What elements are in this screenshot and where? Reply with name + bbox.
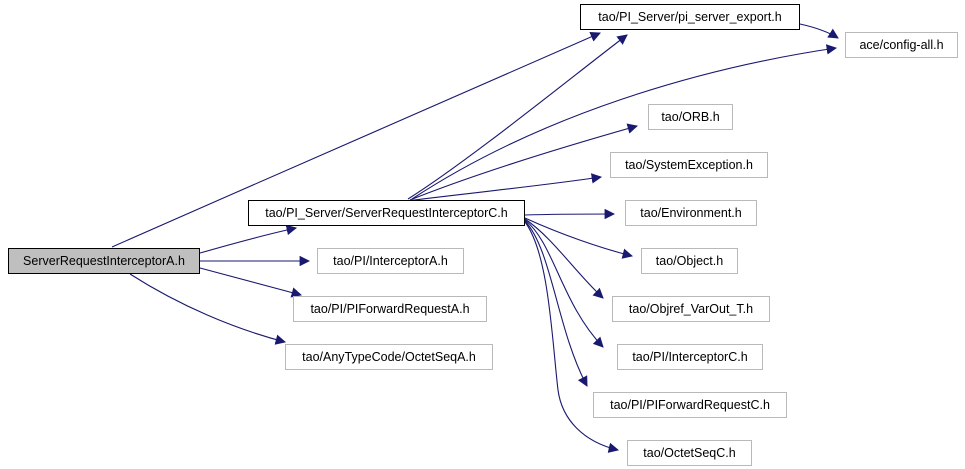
node-tao-objref-varout-t: tao/Objref_VarOut_T.h	[612, 296, 770, 322]
node-label: ace/config-all.h	[859, 38, 944, 52]
edge-c-to-orb	[409, 123, 639, 201]
edge-a-to-octetseqa	[129, 273, 287, 345]
node-label: tao/ORB.h	[661, 110, 720, 124]
edge-c-to-object	[524, 217, 634, 259]
node-label: tao/PI_Server/ServerRequestInterceptorC.…	[265, 206, 508, 220]
node-label: tao/Object.h	[655, 254, 724, 268]
node-tao-pi-interceptorc: tao/PI/InterceptorC.h	[617, 344, 763, 370]
node-tao-systemexception: tao/SystemException.h	[610, 152, 768, 178]
node-label: tao/PI/PIForwardRequestC.h	[610, 398, 770, 412]
node-pi-server-export[interactable]: tao/PI_Server/pi_server_export.h	[580, 4, 800, 30]
edge-a-to-piforwardrequesta	[199, 267, 303, 298]
node-tao-pi-piforwardrequesta: tao/PI/PIForwardRequestA.h	[293, 296, 487, 322]
edge-c-to-config-all	[411, 44, 838, 200]
node-label: tao/PI/InterceptorA.h	[333, 254, 448, 268]
edge-a-to-pi-server-export	[111, 31, 601, 248]
edge-c-to-objref-varout-t	[524, 218, 604, 299]
node-label: tao/Objref_VarOut_T.h	[628, 302, 754, 316]
node-label: tao/SystemException.h	[625, 158, 753, 172]
node-label: ServerRequestInterceptorA.h	[23, 254, 185, 268]
node-tao-object: tao/Object.h	[641, 248, 738, 274]
edge-c-to-interceptorc	[524, 219, 604, 348]
edge-c-to-piforwardrequestc	[524, 220, 588, 387]
node-label: tao/Environment.h	[640, 206, 742, 220]
node-tao-octetseqc: tao/OctetSeqC.h	[627, 440, 752, 466]
node-serverrequestinterceptorc[interactable]: tao/PI_Server/ServerRequestInterceptorC.…	[248, 200, 525, 226]
node-ace-config-all: ace/config-all.h	[845, 32, 958, 58]
node-label: tao/PI/PIForwardRequestA.h	[310, 302, 470, 316]
node-label: tao/OctetSeqC.h	[643, 446, 736, 460]
edge-c-to-systemexception	[405, 173, 603, 202]
node-tao-orb: tao/ORB.h	[648, 104, 733, 130]
edge-a-to-serverrequestinterceptorc	[199, 224, 298, 254]
node-tao-pi-interceptora: tao/PI/InterceptorA.h	[317, 248, 464, 274]
node-tao-pi-piforwardrequestc: tao/PI/PIForwardRequestC.h	[593, 392, 787, 418]
node-tao-anytypecode-octetseqa: tao/AnyTypeCode/OctetSeqA.h	[285, 344, 493, 370]
edge-c-to-pi-server-export	[407, 34, 628, 200]
edge-c-to-octetseqc	[524, 221, 620, 453]
node-label: tao/AnyTypeCode/OctetSeqA.h	[302, 350, 476, 364]
edge-pi-server-export-to-config-all	[799, 23, 839, 39]
node-label: tao/PI_Server/pi_server_export.h	[598, 10, 782, 24]
edge-c-to-environment	[524, 208, 616, 220]
node-label: tao/PI/InterceptorC.h	[632, 350, 748, 364]
node-serverrequestinterceptora: ServerRequestInterceptorA.h	[8, 248, 200, 274]
node-tao-environment: tao/Environment.h	[625, 200, 757, 226]
